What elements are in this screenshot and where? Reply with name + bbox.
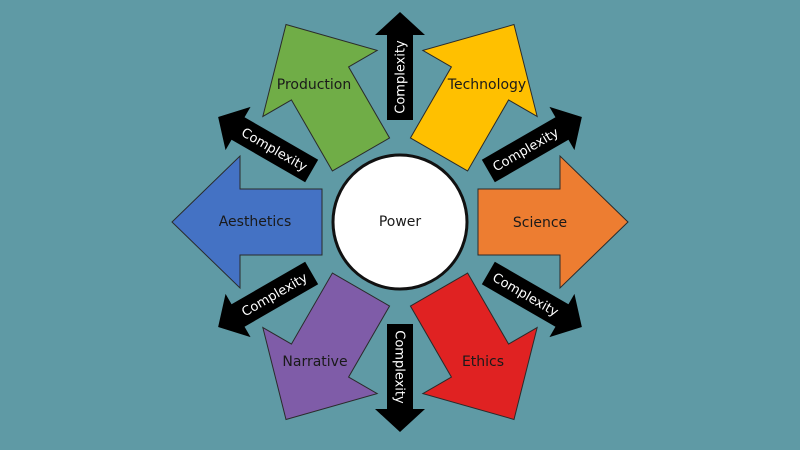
complexity-arrow-up: Complexity (375, 12, 425, 120)
complexity-label: Complexity (394, 40, 409, 114)
narrative-label: Narrative (282, 354, 347, 370)
production-label: Production (277, 77, 351, 93)
power-label: Power (379, 214, 422, 230)
ethics-label: Ethics (462, 354, 504, 370)
power-circle (331, 153, 469, 291)
complexity-label: Complexity (392, 330, 407, 404)
aesthetics-label: Aesthetics (219, 214, 292, 230)
complexity-arrow-down: Complexity (375, 324, 425, 432)
technology-label: Technology (447, 77, 526, 93)
science-label: Science (513, 215, 567, 231)
